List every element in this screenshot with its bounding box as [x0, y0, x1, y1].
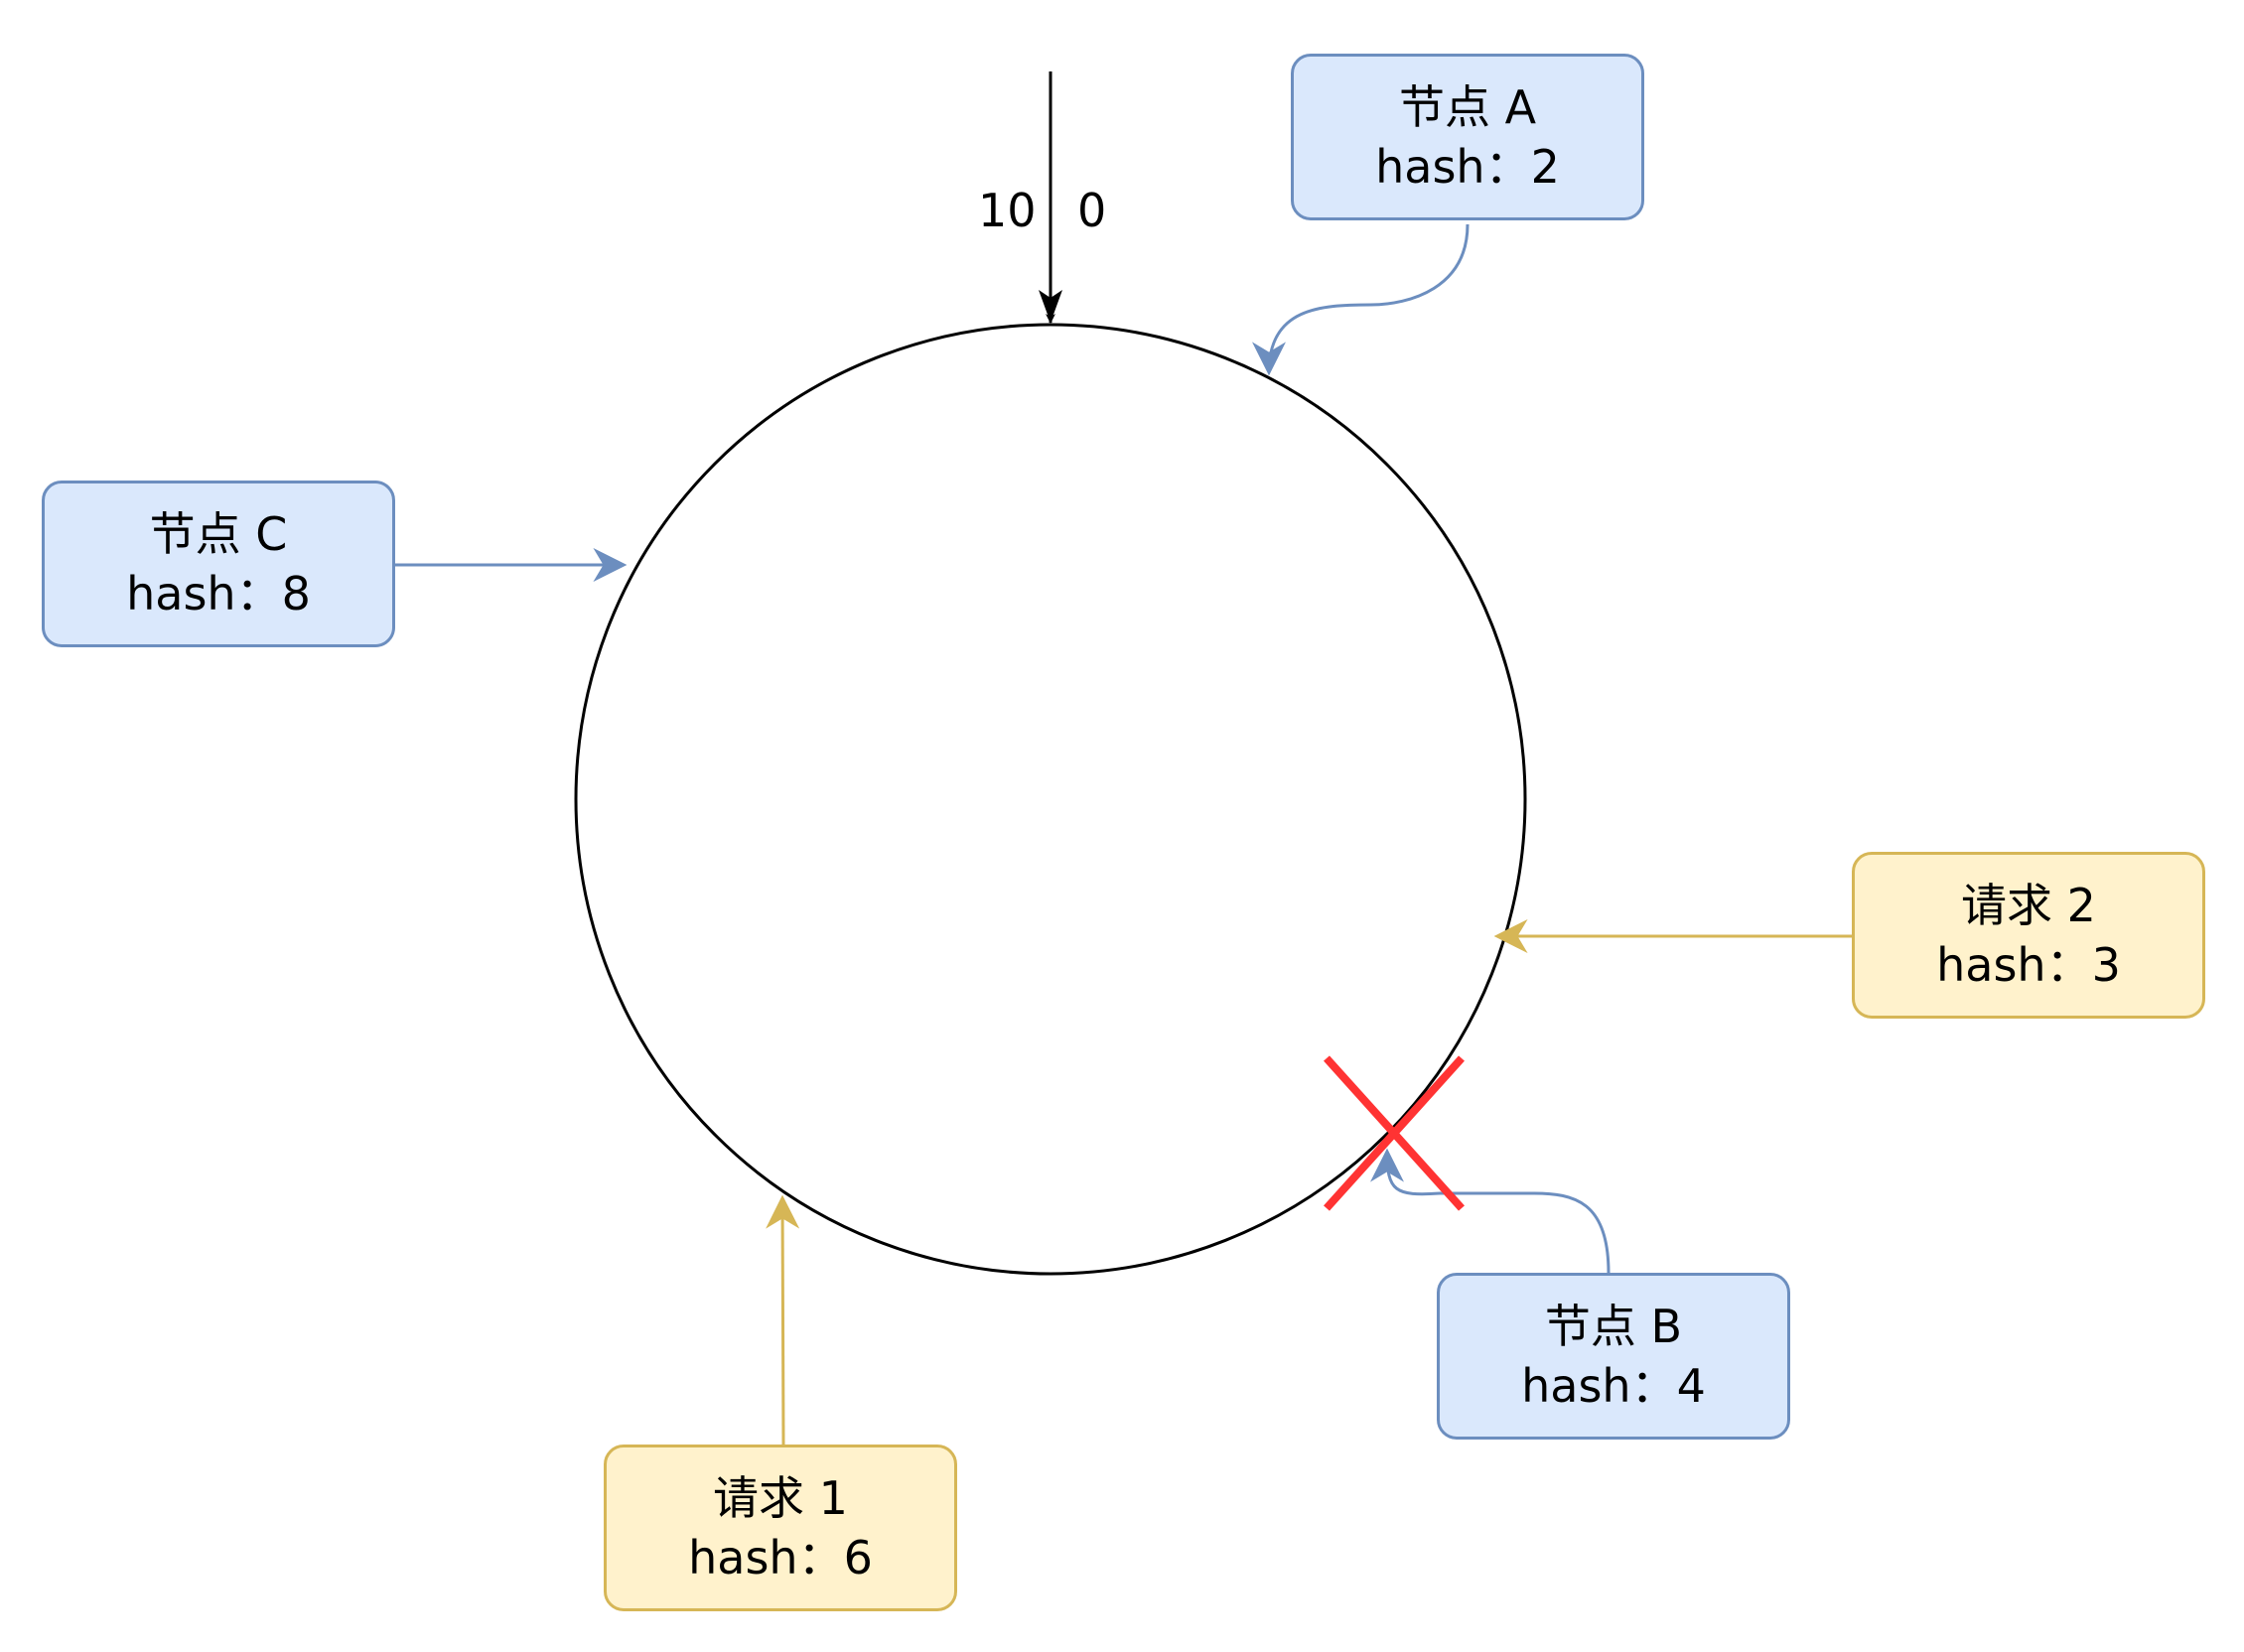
node-a-hash: hash：2: [1375, 140, 1560, 194]
request-1-name: 请求 1: [713, 1471, 848, 1525]
ring-max-label: 10: [978, 184, 1037, 237]
request-1-connector: [766, 1194, 800, 1446]
request-2-box: 请求 2 hash：3: [1852, 852, 2205, 1019]
node-b-box: 节点 B hash：4: [1437, 1273, 1790, 1440]
node-b-name: 节点 B: [1544, 1300, 1683, 1353]
node-a-name: 节点 A: [1398, 80, 1537, 134]
node-c-name: 节点 C: [149, 507, 288, 561]
request-1-hash: hash：6: [688, 1531, 873, 1584]
request-2-name: 请求 2: [1961, 879, 2096, 932]
hash-ring: [574, 323, 1527, 1276]
ring-zero-label: 0: [1077, 184, 1107, 237]
node-b-connector: [1370, 1148, 1611, 1274]
node-c-hash: hash：8: [126, 567, 311, 620]
node-a-connector: [1252, 223, 1470, 376]
request-1-box: 请求 1 hash：6: [604, 1445, 957, 1611]
x-mark-icon: [1324, 1055, 1465, 1211]
node-c-box: 节点 C hash：8: [42, 481, 395, 647]
request-2-hash: hash：3: [1936, 938, 2121, 992]
node-b-hash: hash：4: [1521, 1359, 1706, 1413]
ring-start-arrowhead: [1039, 290, 1062, 323]
node-a-box: 节点 A hash：2: [1291, 54, 1644, 220]
